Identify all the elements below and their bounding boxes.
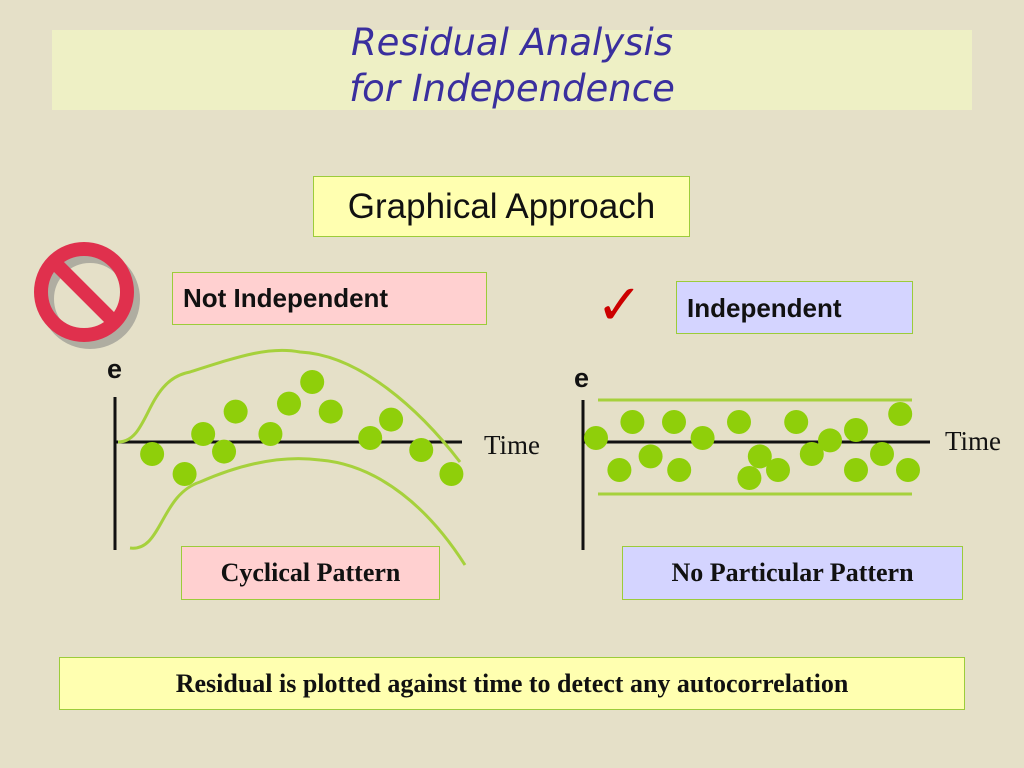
residual-point bbox=[318, 399, 343, 424]
residual-point bbox=[212, 439, 237, 464]
residual-point bbox=[439, 462, 464, 486]
residual-point bbox=[191, 422, 216, 446]
residual-point bbox=[690, 426, 715, 450]
residual-point bbox=[409, 438, 434, 462]
right-x-axis-label: Time bbox=[945, 426, 1002, 456]
residual-point bbox=[818, 428, 842, 453]
checkmark-icon: ✓ bbox=[596, 273, 643, 338]
residual-point bbox=[258, 422, 283, 446]
residual-point bbox=[727, 410, 751, 434]
left-residual-points bbox=[140, 370, 464, 486]
no-particular-pattern-label: No Particular Pattern bbox=[622, 546, 963, 600]
not-independent-label: Not Independent bbox=[172, 272, 487, 325]
residual-point bbox=[379, 407, 404, 432]
graphical-approach-label: Graphical Approach bbox=[313, 176, 690, 237]
residual-point bbox=[358, 426, 383, 450]
residual-point bbox=[223, 399, 248, 424]
left-y-axis-label: e bbox=[107, 354, 123, 384]
residual-point bbox=[766, 458, 790, 482]
residual-point bbox=[799, 442, 824, 466]
residual-point bbox=[300, 370, 325, 394]
right-y-axis-label: e bbox=[574, 363, 590, 393]
cyclical-pattern-label: Cyclical Pattern bbox=[181, 546, 440, 600]
residual-point bbox=[747, 444, 772, 469]
right-residual-points bbox=[584, 402, 920, 490]
residual-point bbox=[888, 402, 913, 426]
residual-point bbox=[638, 444, 663, 469]
left-lower-envelope bbox=[129, 457, 467, 566]
footer-statement: Residual is plotted against time to dete… bbox=[59, 657, 965, 710]
residual-point bbox=[737, 466, 762, 490]
slide-title: Residual Analysis for Independence bbox=[0, 20, 1024, 112]
residual-point bbox=[584, 426, 608, 450]
title-line-2: for Independence bbox=[349, 67, 675, 110]
residual-point bbox=[896, 458, 920, 482]
residual-point bbox=[784, 410, 809, 434]
residual-point bbox=[870, 442, 894, 466]
title-band bbox=[52, 30, 972, 110]
residual-point bbox=[667, 458, 692, 482]
prohibited-icon bbox=[34, 242, 140, 349]
residual-point bbox=[844, 418, 868, 442]
residual-point bbox=[620, 410, 645, 434]
title-line-1: Residual Analysis bbox=[350, 21, 674, 64]
left-upper-envelope bbox=[117, 348, 462, 463]
residual-point bbox=[140, 442, 165, 466]
left-x-axis-label: Time bbox=[484, 430, 541, 460]
residual-point bbox=[662, 410, 686, 434]
residual-point bbox=[607, 458, 632, 482]
independent-label: Independent bbox=[676, 281, 913, 334]
residual-point bbox=[172, 462, 197, 486]
residual-point bbox=[277, 391, 301, 416]
residual-point bbox=[844, 458, 868, 482]
